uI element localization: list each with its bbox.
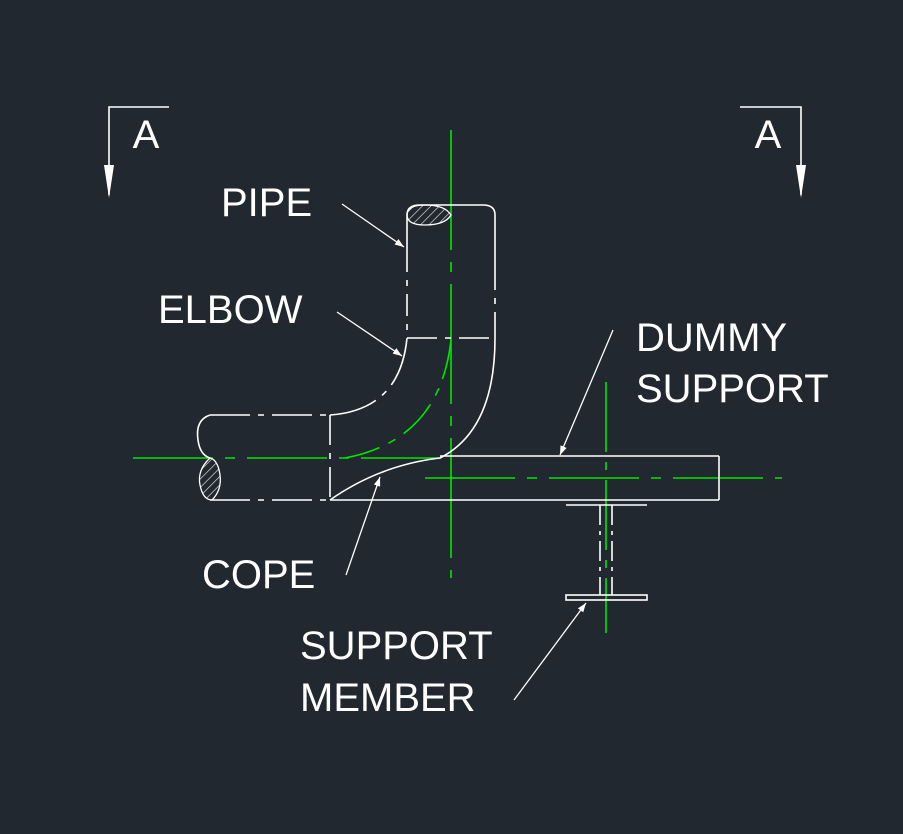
- leaders: [336, 203, 614, 701]
- elbow-centerline-arc: [344, 339, 452, 459]
- pipe-leader: [341, 203, 405, 248]
- section-mark-right: A: [740, 106, 806, 198]
- label-support-member-line2: MEMBER: [300, 676, 476, 720]
- label-cope: COPE: [202, 553, 315, 597]
- label-pipe: PIPE: [221, 181, 312, 225]
- elbow-leader: [336, 311, 403, 357]
- pipe-break-hatch-top: [406, 204, 452, 226]
- section-mark-left: A: [104, 106, 169, 198]
- section-arrow-right: [796, 165, 806, 198]
- pipe-break-hatch-left: [198, 457, 221, 501]
- section-label-left: A: [133, 113, 160, 157]
- label-dummy-support-line2: SUPPORT: [636, 367, 829, 411]
- dummy-support-leader: [559, 329, 614, 456]
- label-dummy-support-line1: DUMMY: [636, 316, 787, 360]
- dummy-support: [330, 455, 720, 501]
- label-elbow: ELBOW: [158, 288, 303, 332]
- section-arrow-left: [104, 165, 114, 198]
- horizontal-pipe: [196, 414, 330, 501]
- support-bottom-flange: [565, 594, 648, 601]
- support-member: [565, 504, 648, 601]
- support-member-leader: [513, 602, 587, 701]
- elbow-inner-arc: [329, 337, 408, 416]
- elbow-outer-arc: [329, 337, 496, 501]
- elbow: [329, 337, 496, 501]
- section-label-right: A: [755, 113, 782, 157]
- cope-leader: [345, 476, 381, 576]
- pipe-break-curve-upper: [196, 414, 211, 459]
- label-support-member-line1: SUPPORT: [300, 624, 493, 668]
- vertical-pipe: [406, 204, 496, 339]
